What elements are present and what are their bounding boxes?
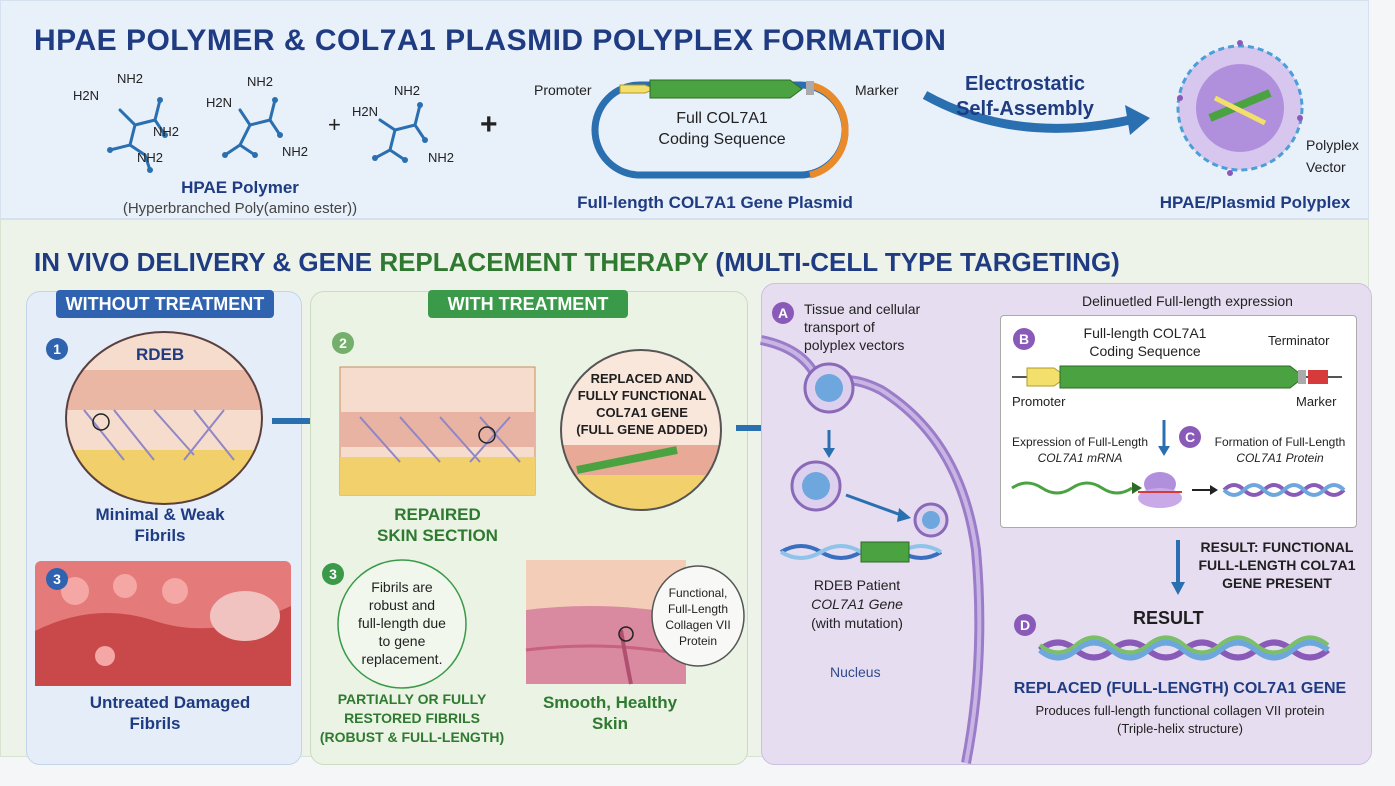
polyplex-formation-panel — [0, 0, 1369, 219]
polymer-sublabel: (Hyperbranched Poly(amino ester)) — [122, 200, 358, 217]
repaired-skin-section — [339, 366, 536, 496]
polyplex-line2: Vector — [1306, 159, 1346, 175]
cell-membrane — [759, 335, 985, 764]
chem-nh2: NH2 — [282, 144, 309, 159]
marker-label: Marker — [1296, 394, 1337, 409]
assembly-line1: Electrostatic — [964, 73, 1086, 95]
damaged-fibrils-line2: Fibrils — [129, 714, 181, 733]
rdeb-skin-circle — [65, 331, 263, 505]
promoter-label: Promoter — [1012, 394, 1066, 409]
polyplex-label: HPAE/Plasmid Polyplex — [1159, 193, 1351, 212]
plasmid-inner-line2: Coding Sequence — [658, 131, 786, 148]
damaged-fibrils-line1: Untreated Damaged — [89, 693, 251, 712]
step-3-badge: 3 — [46, 568, 68, 590]
polyplex-sphere — [1176, 40, 1304, 176]
functional-protein-circle — [651, 565, 745, 667]
chem-nh2: NH2 — [428, 150, 455, 165]
minimal-fibrils-line1: Minimal & Weak — [95, 505, 225, 524]
gene-construct — [1012, 365, 1342, 389]
chem-nh2: NH2 — [153, 124, 180, 139]
nucleus-label: Nucleus — [830, 664, 881, 680]
healthy-line1: Smooth, Healthy — [542, 693, 678, 712]
step-d-badge: D — [1014, 614, 1036, 636]
terminator-label: Terminator — [1268, 333, 1330, 348]
bottom-title: IN VIVO DELIVERY & GENE REPLACEMENT THER… — [34, 247, 1120, 277]
plus-sign: + — [480, 108, 498, 141]
repaired-line2: SKIN SECTION — [377, 526, 498, 545]
chem-h2n: H2N — [73, 88, 100, 103]
plasmid-inner-line1: Full COL7A1 — [676, 110, 768, 127]
mrna-to-protein — [1011, 472, 1346, 508]
step-3b-badge: 3 — [322, 563, 344, 585]
expression-title: Delinuetled Full-length expression — [1082, 293, 1293, 309]
repaired-line1: REPAIRED — [394, 505, 481, 524]
polyplex-line1: Polyplex — [1306, 137, 1359, 153]
chem-h2n: H2N — [206, 95, 233, 110]
hpae-polymer-molecules — [107, 97, 428, 173]
expression-arrow — [1158, 420, 1170, 456]
chem-nh2: NH2 — [247, 74, 274, 89]
triple-helix — [1038, 635, 1330, 661]
with-treatment-tag: WITH TREATMENT — [428, 290, 628, 318]
damaged-skin-image — [35, 561, 291, 686]
assembly-arrow — [922, 91, 1150, 135]
produces-label: Produces full-length functional collagen… — [1035, 703, 1325, 718]
polymer-label: HPAE Polymer — [181, 178, 299, 197]
plasmid-label: Full-length COL7A1 Gene Plasmid — [577, 193, 853, 212]
chem-nh2: NH2 — [394, 83, 421, 98]
triple-helix-label: (Triple-helix structure) — [1117, 721, 1243, 736]
top-title: HPAE POLYMER & COL7A1 PLASMID POLYPLEX F… — [34, 24, 947, 57]
chem-nh2: NH2 — [117, 71, 144, 86]
step-c-badge: C — [1179, 426, 1201, 448]
step-1-badge: 1 — [46, 338, 68, 360]
plasmid-promoter-label: Promoter — [534, 82, 592, 98]
plus-sign: + — [328, 112, 341, 137]
chem-h2n: H2N — [352, 104, 379, 119]
plasmid-diagram — [591, 79, 849, 179]
rdeb-label: RDEB — [136, 345, 185, 364]
result-heading: RESULT — [1133, 608, 1204, 628]
without-treatment-tag: WITHOUT TREATMENT — [56, 290, 274, 318]
assembly-line2: Self-Assembly — [956, 98, 1094, 120]
zoom-gene-circle — [560, 349, 722, 511]
minimal-fibrils-line2: Fibrils — [134, 526, 186, 545]
result-arrow — [1171, 540, 1185, 595]
step-a-badge: A — [772, 302, 794, 324]
step-2-badge: 2 — [332, 332, 354, 354]
chem-nh2: NH2 — [137, 150, 164, 165]
plasmid-marker-label: Marker — [855, 82, 899, 98]
replaced-gene-label: REPLACED (FULL-LENGTH) COL7A1 GENE — [1013, 680, 1347, 697]
fibrils-circle — [337, 559, 467, 689]
healthy-line2: Skin — [592, 714, 628, 733]
step-b-badge: B — [1013, 328, 1035, 350]
